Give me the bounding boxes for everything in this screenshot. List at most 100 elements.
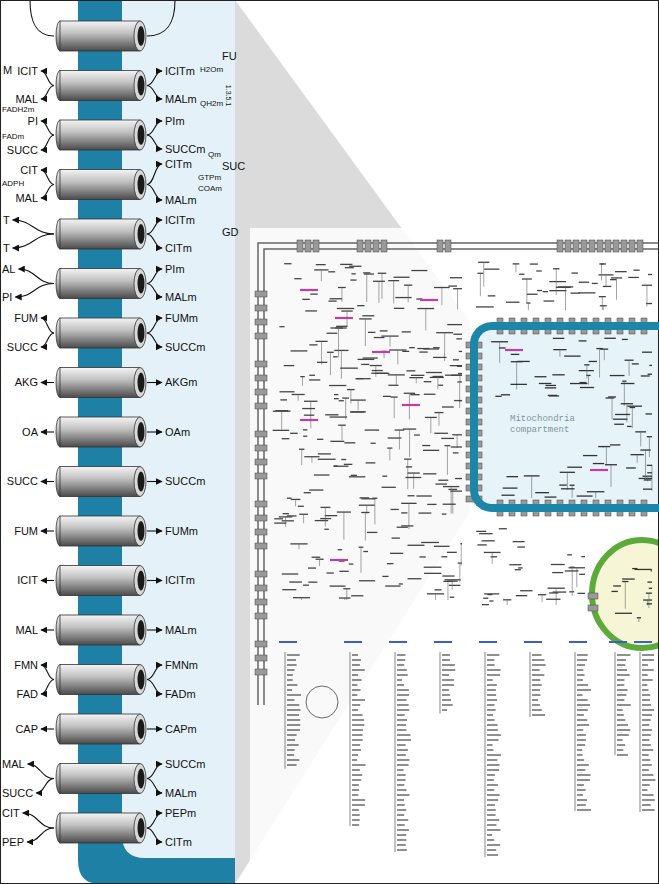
metabolite-label: T	[3, 215, 10, 226]
transporter-opening	[138, 571, 145, 591]
transporter-opening	[138, 521, 145, 541]
reaction-line	[302, 377, 303, 386]
transporter-body	[60, 615, 140, 645]
network-text-mark	[287, 729, 300, 730]
network-text-mark	[642, 694, 650, 695]
network-text-mark	[352, 764, 366, 765]
network-text-mark	[495, 396, 501, 397]
reaction-line	[457, 435, 458, 448]
network-text-mark	[479, 533, 492, 534]
network-text-mark	[334, 398, 339, 399]
network-text-mark	[339, 571, 348, 572]
network-text-mark	[310, 293, 317, 294]
transporter-mark	[605, 240, 611, 252]
transporter-end	[134, 566, 146, 596]
transport-arrow	[41, 86, 54, 100]
network-text-mark	[570, 383, 587, 384]
transporter-opening	[138, 818, 145, 838]
transport-arrow	[28, 764, 54, 779]
transporter-opening	[138, 769, 145, 789]
network-text-mark	[617, 734, 629, 735]
transporter	[56, 269, 146, 299]
network-text-mark	[317, 362, 327, 363]
network-text-mark	[537, 290, 542, 291]
network-text-mark	[430, 377, 444, 378]
network-text-mark	[577, 749, 582, 750]
network-text-mark	[632, 568, 637, 569]
transporter-body	[60, 665, 140, 695]
transporter-mark	[588, 593, 598, 599]
transport-arrow	[147, 779, 162, 794]
network-text-mark	[487, 794, 500, 795]
network-text-mark	[617, 674, 630, 675]
network-text-mark	[341, 459, 346, 460]
transport-arrow	[41, 318, 54, 333]
network-text-mark	[487, 679, 493, 680]
metabolite-label: ICITm	[165, 575, 195, 586]
reaction-line	[542, 595, 543, 602]
transporter-mark	[255, 403, 267, 409]
zoom-panel	[0, 0, 235, 884]
network-text-mark	[487, 694, 496, 695]
network-text-mark	[545, 385, 556, 386]
network-text-mark	[487, 684, 497, 685]
network-text-mark	[487, 659, 494, 660]
network-text-mark	[549, 281, 566, 282]
network-text-mark	[352, 659, 361, 660]
network-text-mark	[308, 581, 317, 582]
network-text-mark	[352, 754, 358, 755]
pathway-chain	[640, 652, 641, 812]
transporter-mark	[381, 240, 387, 252]
transporter-mark	[255, 291, 267, 297]
network-text-mark	[519, 274, 524, 275]
reaction-line	[321, 270, 322, 281]
network-text-mark	[622, 339, 628, 340]
transporter-end	[134, 813, 146, 843]
network-text-mark	[532, 699, 538, 700]
network-text-mark	[567, 554, 572, 555]
network-text-mark	[487, 709, 496, 710]
transporter-mark	[255, 389, 267, 395]
network-text-mark	[414, 434, 420, 435]
metabolite-label: FADm	[165, 689, 196, 700]
transporter-mark	[313, 240, 319, 252]
network-text-mark	[570, 292, 579, 293]
transport-arrow	[41, 530, 54, 531]
network-text-mark	[318, 453, 331, 454]
network-text-mark	[577, 664, 585, 665]
network-text-mark	[410, 394, 419, 395]
network-text-mark	[423, 473, 436, 474]
network-text-mark	[287, 759, 299, 760]
metabolite-label: M	[3, 65, 12, 76]
network-text-mark	[451, 375, 462, 376]
network-text-mark	[613, 585, 621, 586]
pathway-title	[505, 349, 523, 351]
network-text-mark	[487, 594, 492, 595]
network-text-mark	[487, 784, 498, 785]
network-text-mark	[421, 542, 439, 543]
network-text-mark	[442, 704, 453, 705]
network-text-mark	[552, 572, 563, 573]
network-text-mark	[397, 764, 409, 765]
network-text-mark	[648, 274, 652, 275]
network-text-mark	[287, 699, 294, 700]
network-text-mark	[283, 513, 289, 514]
transporter-mark	[255, 319, 267, 325]
network-text-mark	[352, 779, 361, 780]
transport-arrow	[41, 629, 54, 630]
reaction-line	[637, 455, 638, 463]
metabolite-label: SUCC	[7, 476, 38, 487]
metabolite-label: PIm	[165, 116, 185, 127]
transporter-mark	[255, 641, 267, 647]
metabolite-label: PI	[2, 292, 12, 303]
pathway-title	[300, 419, 318, 421]
transporter-mark	[365, 240, 371, 252]
network-text-mark	[491, 556, 497, 557]
network-text-mark	[363, 551, 368, 552]
network-text-mark	[352, 724, 364, 725]
transporter-body	[60, 813, 140, 843]
network-text-mark	[312, 557, 321, 558]
network-text-mark	[340, 367, 358, 368]
reaction-line	[526, 279, 527, 303]
